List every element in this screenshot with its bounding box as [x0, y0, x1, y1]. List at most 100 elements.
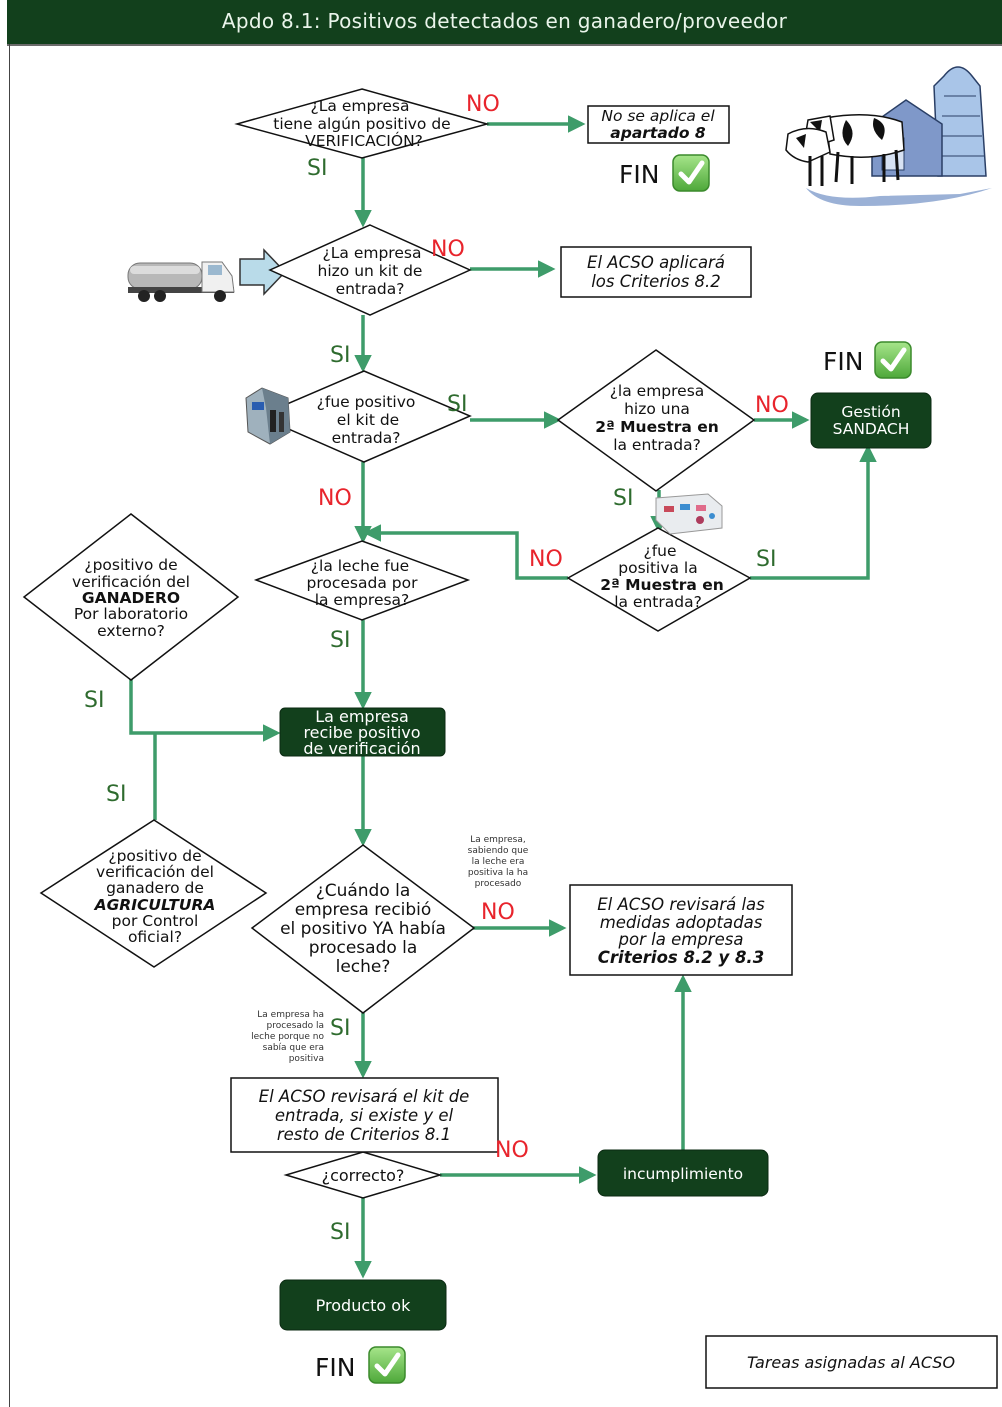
si-label-d6: SI — [330, 628, 350, 653]
shape: NO SI NO SI SI NO NO SI NO SI SI SI SI N… — [84, 92, 789, 1245]
d2-line0: ¿La empresa — [323, 244, 422, 262]
d8-line0: ¿positivo de — [108, 847, 201, 865]
producto-text: Producto ok — [316, 1296, 411, 1315]
shape — [933, 66, 987, 177]
shape: Gestión SANDACH La empresa recibe positi… — [303, 403, 909, 1315]
shape — [279, 412, 284, 432]
d6-line2: la empresa? — [315, 591, 410, 609]
si-note-0: La empresa ha — [257, 1010, 324, 1020]
gestion-line0: Gestión — [841, 403, 900, 421]
box-revisara-kit — [230, 1077, 499, 1153]
d6-line1: procesada por — [307, 574, 419, 592]
fin-1: FIN — [619, 154, 710, 192]
si-label-d7: SI — [84, 688, 104, 713]
recibe-line2: de verificación — [303, 739, 420, 758]
shape: La empresa ha procesado la leche porque … — [251, 1010, 324, 1064]
acso82-line0: El ACSO aplicará — [587, 253, 725, 272]
shape — [938, 95, 984, 157]
si-label-d1: SI — [307, 156, 327, 181]
recibe-line1: recibe positivo — [303, 723, 420, 742]
si-note-1: procesado la — [266, 1021, 324, 1031]
white-boxes — [230, 105, 998, 1389]
d4-line2: 2ª Muestra en — [595, 418, 719, 436]
d3-line2: entrada? — [332, 429, 401, 447]
shape — [842, 120, 853, 146]
no-aplica-line1: apartado 8 — [610, 124, 706, 142]
shape — [154, 290, 166, 302]
d6-line0: ¿la leche fue — [311, 557, 409, 575]
d4-line0: ¿la empresa — [610, 382, 705, 400]
sample-kit-image — [655, 493, 723, 535]
box-legend — [705, 1335, 998, 1389]
no-note-2: la leche era — [472, 857, 525, 867]
si-label-d8: SI — [106, 782, 126, 807]
d10-text: ¿correcto? — [322, 1166, 405, 1185]
d8-line2: ganadero de — [106, 879, 204, 897]
si-note-2: leche porque no — [251, 1032, 324, 1042]
fin-3: FIN — [315, 1346, 406, 1384]
shape — [696, 505, 706, 511]
kit-line2: resto de Criterios 8.1 — [277, 1125, 451, 1144]
medidas-line2: por la empresa — [618, 930, 744, 949]
shape — [678, 160, 705, 185]
si-note-3: sabía que era — [263, 1043, 324, 1053]
d1-line0: ¿La empresa — [311, 97, 410, 115]
medidas-line3: Criterios 8.2 y 8.3 — [598, 948, 764, 967]
no-label-d2: NO — [431, 237, 465, 262]
shape: FIN — [823, 347, 863, 376]
shape — [252, 402, 264, 410]
decision-d8 — [39, 819, 268, 968]
entry-arrow-icon — [239, 248, 287, 296]
cows-barn-image — [785, 66, 992, 206]
header-bar: Apdo 8.1: Positivos detectados en ganade… — [7, 0, 1002, 46]
shape — [825, 114, 905, 158]
gestion-line1: SANDACH — [833, 420, 910, 438]
recibe-line0: La empresa — [315, 707, 409, 726]
d3-line1: el kit de — [337, 411, 399, 429]
acso82-line1: los Criterios 8.2 — [591, 272, 721, 291]
shape — [808, 156, 824, 186]
no-note-4: procesado — [475, 879, 522, 889]
box-incumplimiento — [597, 1149, 769, 1197]
si-label-d3: SI — [447, 392, 467, 417]
si-label-d4: SI — [613, 486, 633, 511]
shape — [696, 516, 704, 524]
d9-line0: ¿Cuándo la — [316, 881, 411, 901]
fin-2: FIN — [823, 341, 912, 379]
no-aplica-line0: No se aplica el — [601, 107, 715, 125]
box-no-aplica — [587, 105, 730, 144]
box-recibe — [279, 707, 446, 757]
legend-text: Tareas asignadas al ACSO — [747, 1353, 955, 1372]
no-label-d5: NO — [529, 547, 563, 572]
box-gestion — [810, 392, 932, 449]
shape — [655, 493, 723, 535]
no-label-d10: NO — [495, 1138, 529, 1163]
decision-diamonds — [22, 88, 756, 1199]
d5-line2: 2ª Muestra en — [600, 576, 724, 594]
d9-line3: procesado la — [309, 938, 418, 958]
d7-line2: GANADERO — [82, 589, 180, 607]
shape: La empresa, sabiendo que la leche era po… — [468, 835, 529, 889]
page-title: Apdo 8.1: Positivos detectados en ganade… — [221, 9, 788, 33]
d7-line3: Por laboratorio — [74, 605, 188, 623]
check-icon — [368, 1346, 406, 1384]
shape — [873, 118, 885, 140]
decision-d4 — [556, 349, 756, 492]
dark-boxes — [279, 392, 932, 1331]
medidas-line0: El ACSO revisará las — [597, 895, 765, 914]
shape: FIN — [619, 160, 659, 189]
no-label-d1: NO — [466, 92, 500, 117]
decision-d7 — [22, 513, 240, 681]
shape — [138, 290, 150, 302]
shape — [128, 287, 234, 293]
shape — [785, 127, 831, 163]
medidas-line1: medidas adoptadas — [600, 913, 763, 932]
arrow-d5-si — [750, 444, 877, 580]
shape — [680, 504, 690, 510]
d7-line4: externo? — [97, 622, 165, 640]
box-revisara-medidas — [569, 884, 793, 976]
si-label-d5: SI — [756, 547, 776, 572]
incumplimiento-text: incumplimiento — [623, 1165, 743, 1183]
shape — [796, 134, 806, 148]
d9-line1: empresa recibió — [295, 900, 432, 920]
